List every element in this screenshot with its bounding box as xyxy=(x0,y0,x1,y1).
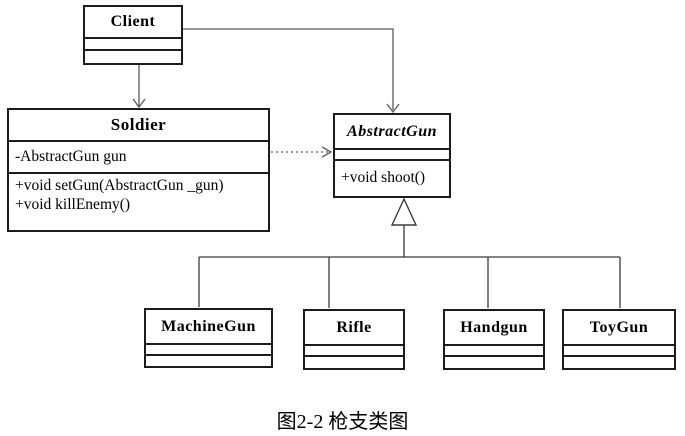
toygun-attributes-compartment xyxy=(564,344,674,355)
class-name-client: Client xyxy=(110,13,156,30)
class-name-handgun: Handgun xyxy=(460,318,528,336)
soldier-attribute: -AbstractGun gun xyxy=(15,147,127,165)
client-abstractgun-association-arrow xyxy=(183,28,400,114)
class-box-machinegun: MachineGun xyxy=(144,308,273,368)
handgun-methods-compartment xyxy=(445,355,543,368)
generalization-triangle-icon xyxy=(390,197,418,226)
machinegun-methods-compartment xyxy=(146,354,271,366)
class-box-handgun: Handgun xyxy=(443,309,545,370)
abstractgun-method-shoot: +void shoot() xyxy=(341,169,426,187)
generalization-hierarchy xyxy=(198,197,621,308)
soldier-methods-compartment: +void setGun(AbstractGun _gun) +void kil… xyxy=(9,172,268,230)
class-name-soldier: Soldier xyxy=(110,115,167,134)
class-box-abstractgun: AbstractGun +void shoot() xyxy=(333,113,451,198)
rifle-methods-compartment xyxy=(305,355,403,368)
soldier-attributes-compartment: -AbstractGun gun xyxy=(9,140,268,172)
class-name-machinegun: MachineGun xyxy=(161,317,256,335)
client-attributes-compartment xyxy=(85,37,181,49)
rifle-attributes-compartment xyxy=(305,344,403,355)
class-box-rifle: Rifle xyxy=(303,309,405,370)
soldier-method-killenemy: +void killEnemy() xyxy=(15,195,131,213)
handgun-attributes-compartment xyxy=(445,344,543,355)
class-name-abstractgun: AbstractGun xyxy=(347,122,437,140)
class-box-soldier: Soldier -AbstractGun gun +void setGun(Ab… xyxy=(7,108,270,232)
toygun-methods-compartment xyxy=(564,355,674,368)
soldier-method-setgun: +void setGun(AbstractGun _gun) xyxy=(15,177,224,194)
machinegun-attributes-compartment xyxy=(146,343,271,354)
class-name-toygun: ToyGun xyxy=(589,318,649,336)
class-box-client: Client xyxy=(83,5,183,65)
class-name-rifle: Rifle xyxy=(336,318,372,336)
abstractgun-methods-compartment: +void shoot() xyxy=(335,159,449,196)
soldier-abstractgun-dependency-arrow xyxy=(271,146,333,158)
figure-caption: 图2-2 枪支类图 xyxy=(276,411,409,433)
client-methods-compartment xyxy=(85,49,181,63)
class-box-toygun: ToyGun xyxy=(562,309,676,370)
client-soldier-association-arrow xyxy=(132,65,146,109)
abstractgun-attributes-compartment xyxy=(335,148,449,159)
